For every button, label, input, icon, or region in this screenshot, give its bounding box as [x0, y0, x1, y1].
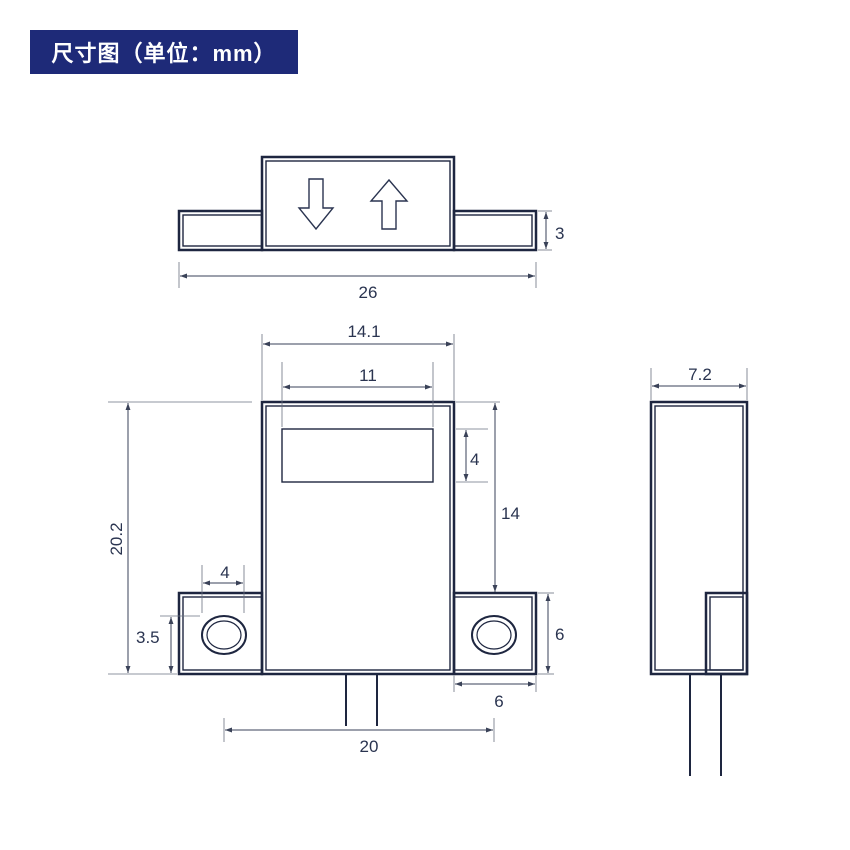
- front-view-right-tab: [452, 591, 538, 676]
- front-view-body: [260, 400, 456, 676]
- dim-total-height: 20.2: [107, 522, 126, 555]
- dim-hole-offset: 3.5: [136, 628, 160, 647]
- dim-top-height: 3: [555, 224, 564, 243]
- front-view-window: [281, 428, 434, 483]
- title-text: 尺寸图（单位：mm）: [51, 41, 277, 66]
- dim-tab-right-width: 6: [494, 692, 503, 711]
- front-view-left-tab: [177, 591, 264, 676]
- dim-tab-width: 4: [220, 563, 229, 582]
- right-mounting-hole: [471, 615, 517, 655]
- dim-top-width: 26: [359, 283, 378, 302]
- up-arrow-icon: [369, 178, 409, 230]
- dim-body-height: 14: [501, 504, 520, 523]
- top-view-body: [260, 155, 456, 252]
- dim-window-height: 4: [470, 450, 479, 469]
- dim-side-width: 7.2: [688, 365, 712, 384]
- top-view-right-tab: [452, 209, 538, 252]
- top-view: 3 26: [177, 155, 564, 302]
- dim-hole-span: 20: [360, 737, 379, 756]
- side-view-tab: [704, 591, 749, 676]
- title-badge: 尺寸图（单位：mm）: [30, 30, 298, 74]
- left-mounting-hole: [201, 615, 247, 655]
- dim-tab-height: 6: [555, 625, 564, 644]
- side-view: 7.2: [649, 365, 749, 776]
- top-view-left-tab: [177, 209, 264, 252]
- dim-inner-width: 11: [359, 366, 377, 385]
- front-view: 14.1 11 4 14 20.2 4 3.5 6: [107, 322, 564, 756]
- side-view-body: [649, 400, 749, 676]
- down-arrow-icon: [297, 178, 335, 231]
- dim-outer-width: 14.1: [347, 322, 380, 341]
